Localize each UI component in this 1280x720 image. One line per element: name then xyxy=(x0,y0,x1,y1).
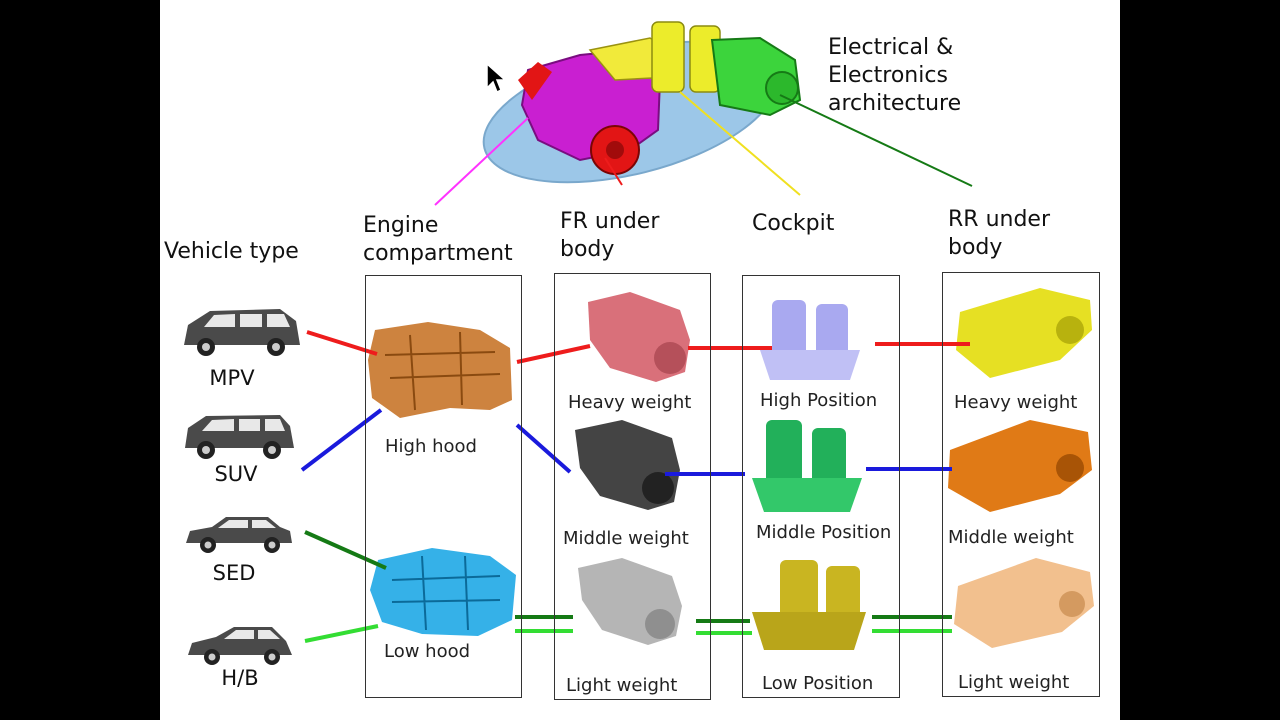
fr-middle-caption: Middle weight xyxy=(563,528,689,549)
platform-illustration xyxy=(482,21,802,184)
fr-light-caption: Light weight xyxy=(566,675,678,696)
cockpit-leader-line xyxy=(679,91,801,196)
rr-under-body-heading: RR under body xyxy=(948,207,1050,260)
dark-green-path-lines xyxy=(304,530,952,623)
architecture-label: Electrical & Electronics architecture xyxy=(828,35,962,116)
fr-light-blob xyxy=(578,558,682,645)
cockpit-middle-caption: Middle Position xyxy=(756,522,892,543)
fr-heavy-caption: Heavy weight xyxy=(568,392,692,413)
mouse-cursor-icon xyxy=(486,62,507,94)
cockpit-low-blob xyxy=(752,560,866,650)
fr-leader-line xyxy=(604,157,623,186)
rr-light-blob xyxy=(954,558,1094,648)
engine-high-hood-caption: High hood xyxy=(385,436,477,457)
cockpit-middle-blob xyxy=(752,420,862,512)
mpv-silhouette xyxy=(184,309,300,356)
cockpit-heading: Cockpit xyxy=(752,211,835,236)
blue-path-lines xyxy=(300,408,952,476)
vehicle-label-suv: SUV xyxy=(214,462,258,486)
rr-middle-caption: Middle weight xyxy=(948,527,1074,548)
cockpit-low-caption: Low Position xyxy=(762,673,874,694)
cockpit-box xyxy=(742,275,900,698)
cockpit-high-caption: High Position xyxy=(760,390,878,411)
rr-light-caption: Light weight xyxy=(958,672,1070,693)
engine-compartment-heading: Engine compartment xyxy=(363,213,513,266)
engine-leader-line xyxy=(434,117,529,206)
cockpit-high-blob xyxy=(760,300,860,380)
engine-compartment-box xyxy=(365,275,522,698)
suv-silhouette xyxy=(185,415,294,459)
fr-under-body-box xyxy=(554,273,711,700)
rr-heavy-blob xyxy=(956,288,1092,378)
architecture-diagram: Electrical & Electronics architecture Ve… xyxy=(160,0,1120,720)
sed-silhouette xyxy=(186,517,292,553)
vehicle-label-hb: H/B xyxy=(221,666,259,690)
engine-low-hood-blob xyxy=(370,548,516,636)
fr-middle-blob xyxy=(575,420,680,510)
diagram-canvas xyxy=(184,21,1094,665)
rr-leader-line xyxy=(779,94,973,187)
vehicle-label-sed: SED xyxy=(212,561,256,585)
rr-under-body-box xyxy=(942,272,1100,697)
fr-under-body-heading: FR under body xyxy=(560,209,660,262)
vehicle-type-heading: Vehicle type xyxy=(164,239,299,264)
hb-silhouette xyxy=(188,627,292,665)
rr-middle-blob xyxy=(948,420,1092,512)
vehicle-label-mpv: MPV xyxy=(209,366,255,390)
fr-heavy-blob xyxy=(588,292,690,382)
engine-high-hood-blob xyxy=(368,322,512,418)
engine-low-hood-caption: Low hood xyxy=(384,641,471,662)
rr-heavy-caption: Heavy weight xyxy=(954,392,1078,413)
